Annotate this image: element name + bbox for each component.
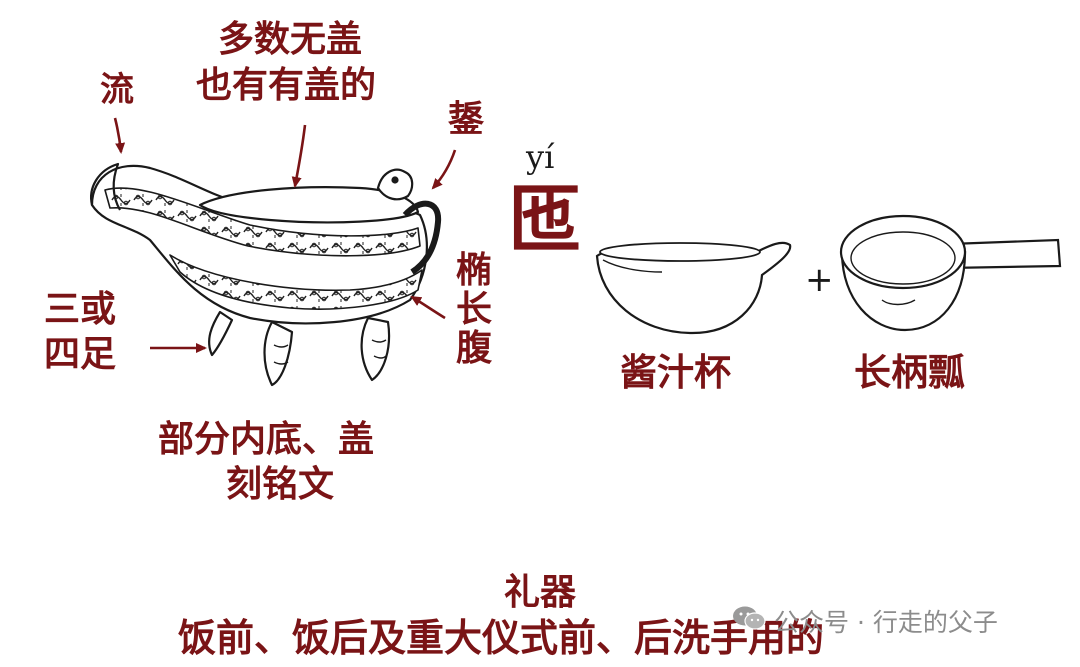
vessel-ornament-lower [169, 254, 423, 310]
yi-vessel-drawing [90, 162, 442, 387]
vessel-spout [90, 162, 121, 211]
vessel-rim [198, 186, 420, 224]
arrow-spout [113, 117, 126, 154]
arrow-lid [291, 124, 307, 188]
ladle-drawing [839, 214, 1062, 332]
plus-sign: + [805, 260, 834, 300]
label-belly: 椭长腹 [456, 250, 493, 369]
vessel-handle [402, 200, 442, 275]
arrow-handle [431, 149, 457, 190]
watermark-text: 公众号 · 行走的父子 [774, 608, 998, 637]
annotation-arrows [113, 117, 457, 353]
label-feet-line2: 四足 [44, 334, 117, 375]
label-inscription-line1: 部分内底、盖 [158, 419, 375, 460]
label-spout: 流 [100, 70, 134, 110]
vessel-foot-2 [263, 320, 294, 387]
label-handle: 鋬 [448, 99, 485, 140]
vessel-foot-3 [360, 316, 391, 382]
label-lid-line1: 多数无盖 [218, 19, 363, 60]
usage-category: 礼器 [504, 572, 577, 613]
wechat-icon [732, 604, 766, 638]
vessel-ornament-upper [104, 187, 421, 257]
character-glyph: 匜 [508, 177, 582, 263]
label-sauce-cup: 酱汁杯 [620, 351, 731, 394]
sauce-cup-drawing [595, 241, 792, 335]
label-lid-line2: 也有有盖的 [196, 65, 377, 106]
usage-description: 饭前、饭后及重大仪式前、后洗手用的 [178, 616, 825, 660]
label-feet-line1: 三或 [44, 289, 117, 330]
label-inscription-line2: 刻铭文 [226, 464, 335, 505]
vessel-foot-1 [208, 310, 234, 357]
vessel-handle-head [376, 168, 414, 201]
watermark: 公众号 · 行走的父子 [732, 603, 998, 639]
arrow-belly [410, 295, 446, 320]
pinyin-label: yí [526, 138, 555, 176]
label-ladle: 长柄瓢 [854, 351, 965, 394]
